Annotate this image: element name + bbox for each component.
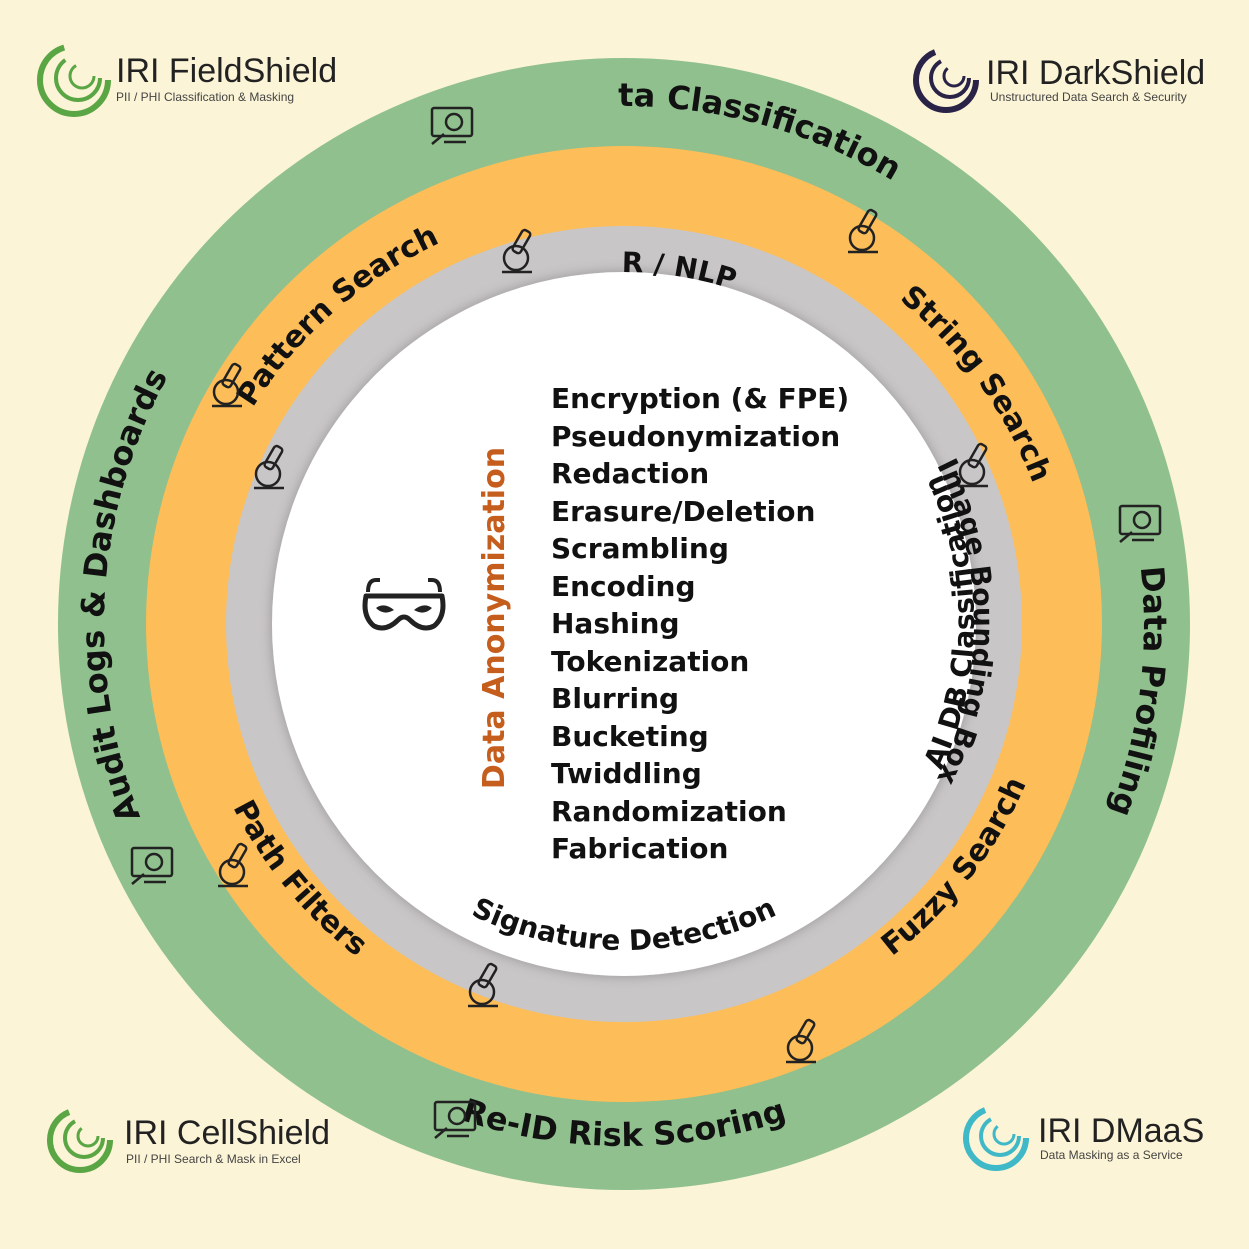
fieldshield-tagline: PII / PHI Classification & Masking	[116, 90, 295, 104]
darkshield-tagline: Unstructured Data Search & Security	[990, 90, 1187, 104]
darkshield-name: IRI DarkShield	[986, 54, 1206, 92]
anonymization-methods-list: Encryption (& FPE) Pseudonymization Reda…	[551, 380, 849, 868]
method-item: Twiddling	[551, 757, 702, 790]
dmaas-tagline: Data Masking as a Service	[1040, 1148, 1183, 1162]
cellshield-name: IRI CellShield	[124, 1114, 330, 1152]
cellshield-swirl-icon	[47, 1107, 113, 1173]
method-item: Redaction	[551, 457, 710, 490]
fieldshield-name: IRI FieldShield	[116, 52, 338, 90]
cellshield-logo: IRI CellShield PII / PHI Search & Mask i…	[44, 1104, 364, 1184]
mask-icon	[362, 578, 446, 631]
method-item: Scrambling	[551, 532, 729, 565]
cellshield-tagline: PII / PHI Search & Mask in Excel	[126, 1152, 301, 1166]
method-item: Randomization	[551, 794, 787, 828]
dmaas-logo: IRI DMaaS Data Masking as a Service	[962, 1102, 1232, 1182]
dmaas-swirl-icon	[963, 1105, 1029, 1171]
method-item: Fabrication	[551, 832, 729, 865]
dmaas-name: IRI DMaaS	[1038, 1112, 1205, 1150]
method-item: Encryption (& FPE)	[551, 382, 850, 415]
method-item: Tokenization	[551, 644, 750, 678]
method-item: Blurring	[551, 682, 680, 715]
darkshield-swirl-icon	[913, 47, 979, 113]
method-item: Bucketing	[551, 719, 709, 753]
fieldshield-swirl-icon	[37, 43, 111, 117]
core-circle	[272, 272, 976, 976]
fieldshield-logo: IRI FieldShield PII / PHI Classification…	[34, 40, 354, 120]
center-title: Data Anonymization	[477, 447, 512, 789]
method-item: Encoding	[551, 569, 696, 603]
method-item: Erasure/Deletion	[551, 494, 816, 528]
darkshield-logo: IRI DarkShield Unstructured Data Search …	[910, 42, 1230, 122]
method-item: Pseudonymization	[551, 419, 841, 453]
method-item: Hashing	[551, 607, 680, 640]
